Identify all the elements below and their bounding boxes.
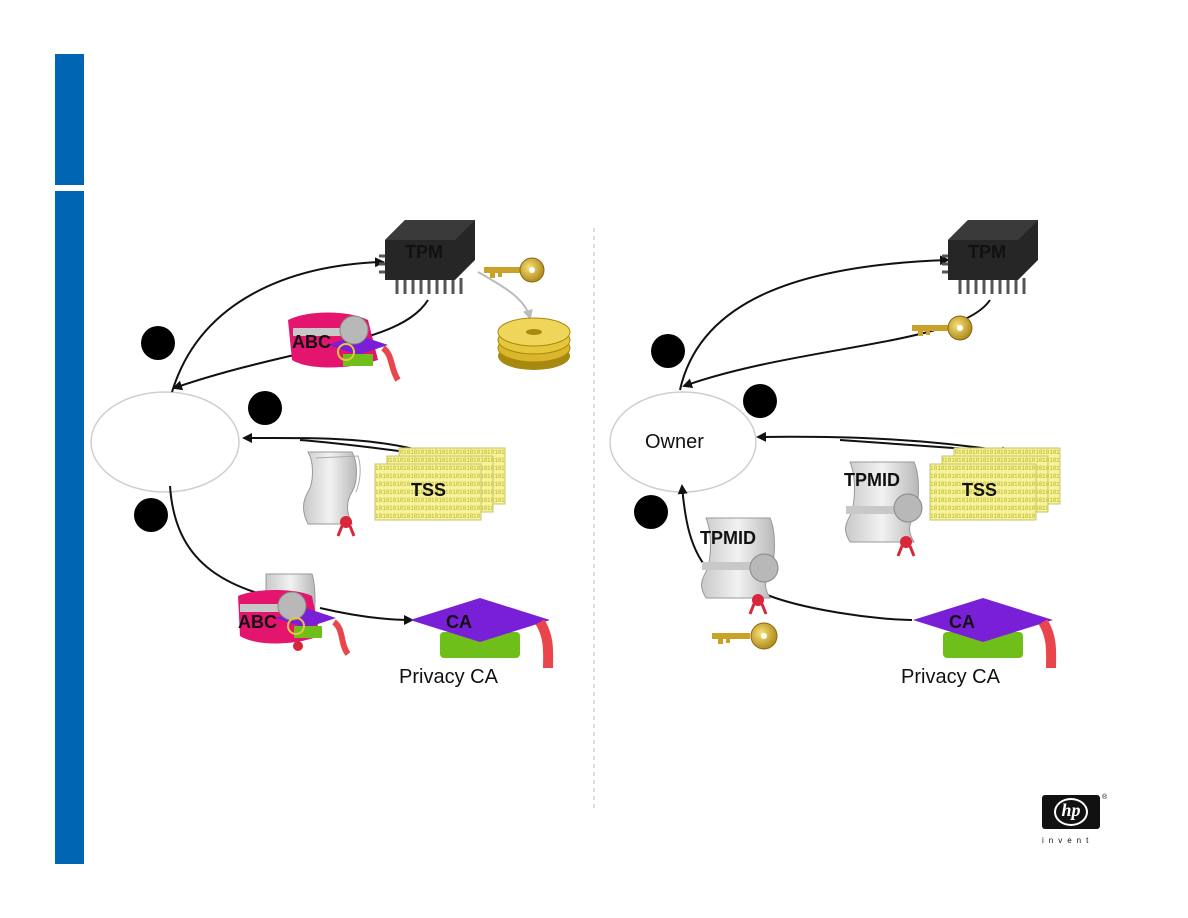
abc-credential-top: ABC xyxy=(288,312,401,382)
hp-logo-icon: hp xyxy=(1042,795,1100,829)
abc-top-label: ABC xyxy=(292,332,331,352)
sidebar-bar-top xyxy=(55,54,84,185)
ca-label-left: CA xyxy=(446,612,472,632)
arrow-tss-to-owner xyxy=(756,431,1011,453)
sidebar-bar-bottom xyxy=(55,191,84,864)
hp-registered-mark: ® xyxy=(1102,794,1108,801)
tpmid-label-bottom: TPMID xyxy=(700,528,756,548)
tss-label-left: TSS xyxy=(411,480,446,500)
hp-tagline: invent xyxy=(1042,836,1094,845)
graduation-cap-icon: CA xyxy=(410,598,554,669)
arrow-to-tpm xyxy=(171,257,385,393)
certificate-scroll-icon xyxy=(303,451,361,537)
arrow-to-tpm-right xyxy=(679,255,950,391)
tpmid-certificate-mid: TPMID xyxy=(844,461,923,557)
disk-icon xyxy=(497,317,571,370)
abc-credential-bottom: ABC xyxy=(238,573,351,656)
data-sheet-icon: TSS xyxy=(929,447,1061,521)
tpm-chip-icon: TPM xyxy=(379,220,475,294)
right-panel: Owner TPM xyxy=(609,220,1061,688)
ca-label-right: CA xyxy=(949,612,975,632)
data-sheet-icon: TSS xyxy=(374,447,506,521)
step-marker-icon xyxy=(141,326,175,360)
owner-ellipse-left xyxy=(90,391,240,493)
key-icon xyxy=(712,622,778,650)
step-marker-icon xyxy=(634,495,668,529)
abc-bottom-label: ABC xyxy=(238,612,277,632)
step-marker-icon xyxy=(248,391,282,425)
hp-logo-mark: hp xyxy=(1061,800,1081,820)
privacy-ca-label-left: Privacy CA xyxy=(399,666,499,688)
tpm-label-right: TPM xyxy=(968,242,1006,262)
tss-label-right: TSS xyxy=(962,480,997,500)
step-marker-icon xyxy=(134,498,168,532)
arrow-abc-to-ca xyxy=(319,607,414,625)
owner-label: Owner xyxy=(645,431,704,453)
key-icon xyxy=(912,315,973,341)
step-marker-icon xyxy=(743,384,777,418)
line-tpmid-to-ca xyxy=(759,591,913,621)
arrow-from-tpm-right xyxy=(682,299,991,389)
privacy-ca-label-right: Privacy CA xyxy=(901,666,1001,688)
tpmid-label-mid: TPMID xyxy=(844,470,900,490)
graduation-cap-icon: CA xyxy=(913,598,1057,669)
tpm-label: TPM xyxy=(405,242,443,262)
tpmid-certificate-bottom: TPMID xyxy=(700,517,779,615)
left-panel: TPM ABC xyxy=(90,220,571,688)
key-icon xyxy=(484,257,545,283)
arrow-key-to-disk xyxy=(477,271,533,320)
tpm-chip-icon: TPM xyxy=(942,220,1038,294)
step-marker-icon xyxy=(651,334,685,368)
